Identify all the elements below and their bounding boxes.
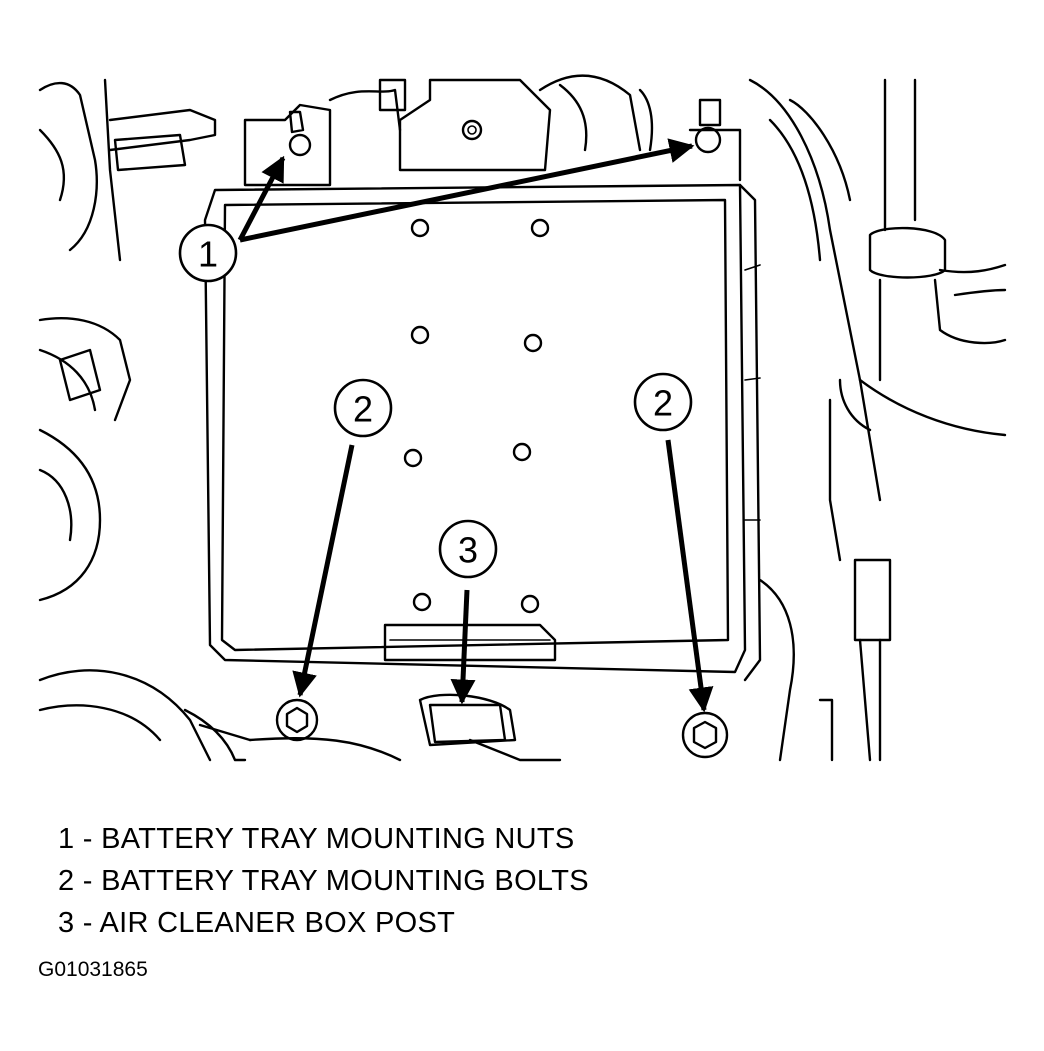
arrow-2-to-right-bolt: [665, 439, 714, 713]
legend-item-1: 1 - BATTERY TRAY MOUNTING NUTS: [58, 823, 575, 855]
legend-item-3: 3 - AIR CLEANER BOX POST: [58, 907, 456, 939]
battery-tray-illustration: 1 2 2 3: [38, 74, 1007, 762]
callout-3: 3: [438, 519, 498, 579]
engine-bay-background: [38, 74, 1007, 762]
arrow-1-to-right-nut: [239, 138, 695, 243]
arrow-1-to-left-nut: [237, 155, 286, 242]
figure-id: G01031865: [38, 958, 148, 981]
mounting-bolt-left: [275, 698, 319, 742]
tray-holes: [403, 218, 550, 614]
air-cleaner-box-post: [428, 703, 507, 744]
arrow-3-to-post: [450, 589, 476, 705]
callout-1-label: 1: [198, 234, 218, 275]
callout-2-right-label: 2: [653, 383, 673, 424]
callout-3-label: 3: [458, 530, 478, 571]
callout-arrows: [237, 138, 714, 713]
mounting-bolt-right: [681, 711, 729, 759]
arrow-2-to-left-bolt: [292, 444, 355, 698]
callout-2-left: 2: [333, 378, 393, 438]
legend-item-2: 2 - BATTERY TRAY MOUNTING BOLTS: [58, 865, 589, 897]
battery-tray: [203, 183, 762, 682]
callout-2-right: 2: [633, 372, 693, 432]
legend: 1 - BATTERY TRAY MOUNTING NUTS 2 - BATTE…: [58, 818, 589, 944]
callout-2-left-label: 2: [353, 389, 373, 430]
callout-1: 1: [178, 223, 238, 283]
